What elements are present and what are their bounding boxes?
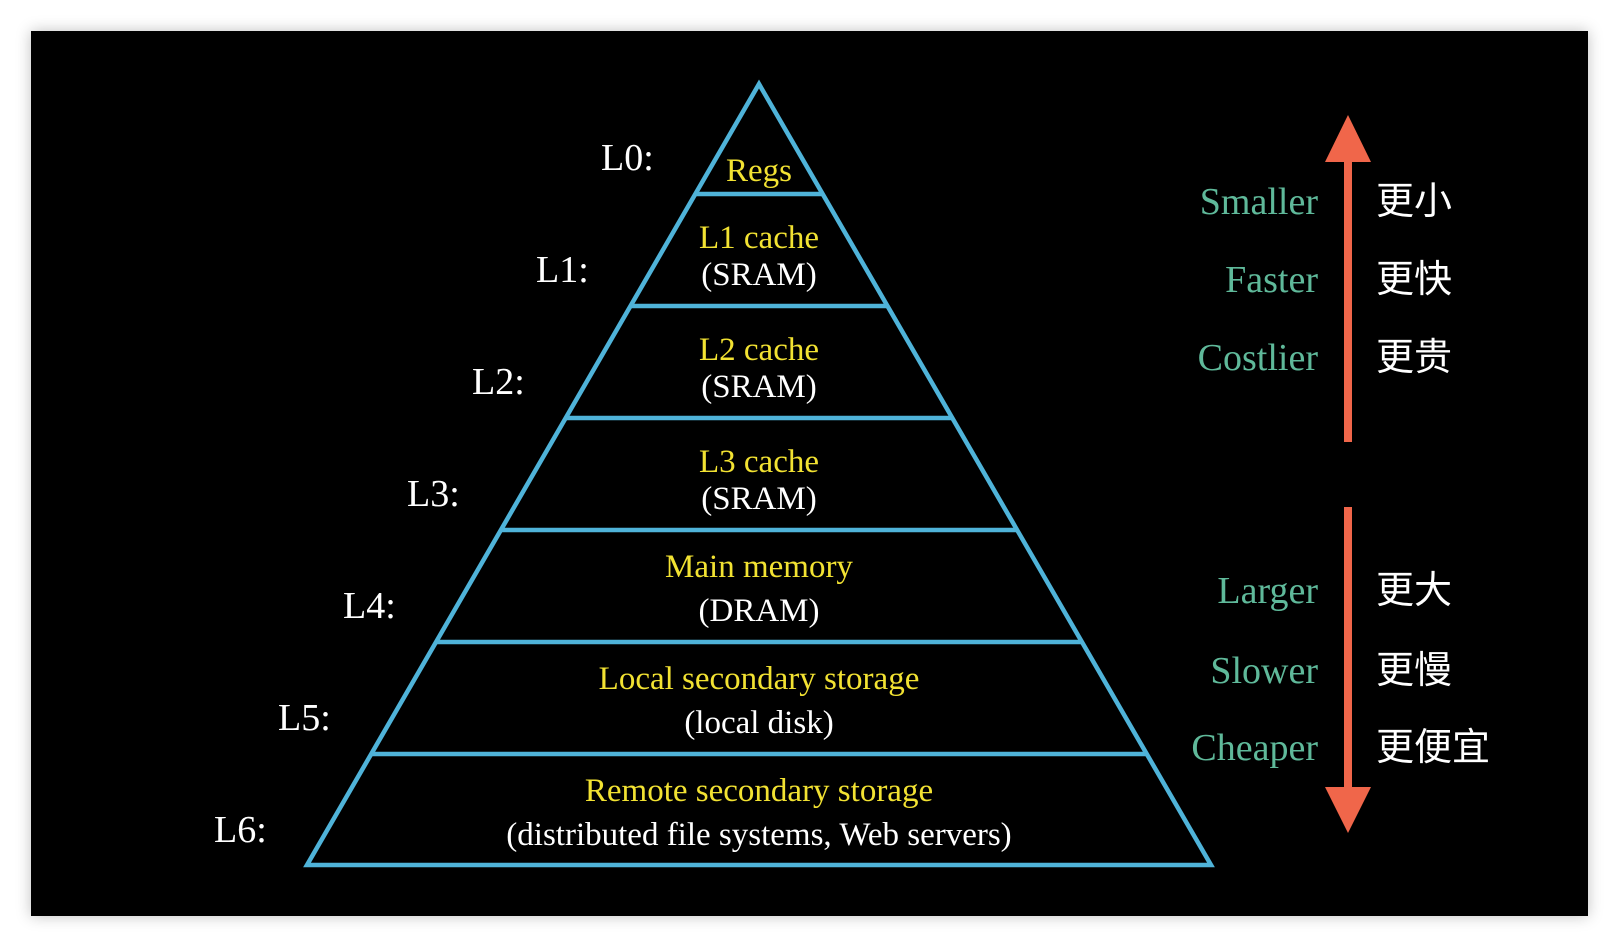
- property-cheaper: Cheaper: [1191, 727, 1318, 769]
- memory-hierarchy-diagram: L0: L1: L2: L3: L4: L5: L6: Regs L1 cach…: [214, 79, 1490, 868]
- level-name-l6: Remote secondary storage: [585, 773, 933, 809]
- property-larger: Larger: [1217, 570, 1318, 612]
- level-name-l5: Local secondary storage: [599, 661, 920, 697]
- level-name-l2: L2 cache: [699, 332, 819, 368]
- level-sub-l5: (local disk): [684, 705, 833, 741]
- property-slower: Slower: [1210, 650, 1318, 692]
- level-id-l4: L4:: [343, 585, 396, 627]
- up-arrow-head-icon: [1325, 115, 1371, 162]
- down-arrow-head-icon: [1325, 787, 1371, 833]
- property-faster: Faster: [1225, 259, 1318, 301]
- level-sub-l3: (SRAM): [701, 481, 817, 517]
- level-sub-l6: (distributed file systems, Web servers): [506, 817, 1011, 853]
- level-sub-l2: (SRAM): [701, 369, 817, 405]
- level-name-l4: Main memory: [665, 549, 853, 585]
- property-larger-zh: 更大: [1376, 568, 1452, 612]
- property-faster-zh: 更快: [1376, 257, 1452, 301]
- level-id-l0: L0:: [601, 137, 654, 179]
- level-sub-l4: (DRAM): [699, 593, 820, 629]
- level-name-l1: L1 cache: [699, 220, 819, 256]
- level-id-l2: L2:: [472, 361, 525, 403]
- property-cheaper-zh: 更便宜: [1376, 725, 1490, 769]
- level-name-l0: Regs: [726, 153, 792, 189]
- level-name-l3: L3 cache: [699, 444, 819, 480]
- level-sub-l1: (SRAM): [701, 257, 817, 293]
- level-id-l6: L6:: [214, 809, 267, 851]
- level-id-l5: L5:: [278, 697, 331, 739]
- level-id-l1: L1:: [536, 249, 589, 291]
- property-smaller: Smaller: [1200, 181, 1319, 223]
- pyramid-outline: [303, 79, 1215, 868]
- property-smaller-zh: 更小: [1376, 179, 1452, 223]
- diagram-canvas: L0: L1: L2: L3: L4: L5: L6: Regs L1 cach…: [31, 31, 1588, 916]
- property-costlier-zh: 更贵: [1376, 335, 1452, 379]
- property-slower-zh: 更慢: [1376, 648, 1452, 692]
- property-costlier: Costlier: [1198, 337, 1319, 379]
- level-id-l3: L3:: [407, 473, 460, 515]
